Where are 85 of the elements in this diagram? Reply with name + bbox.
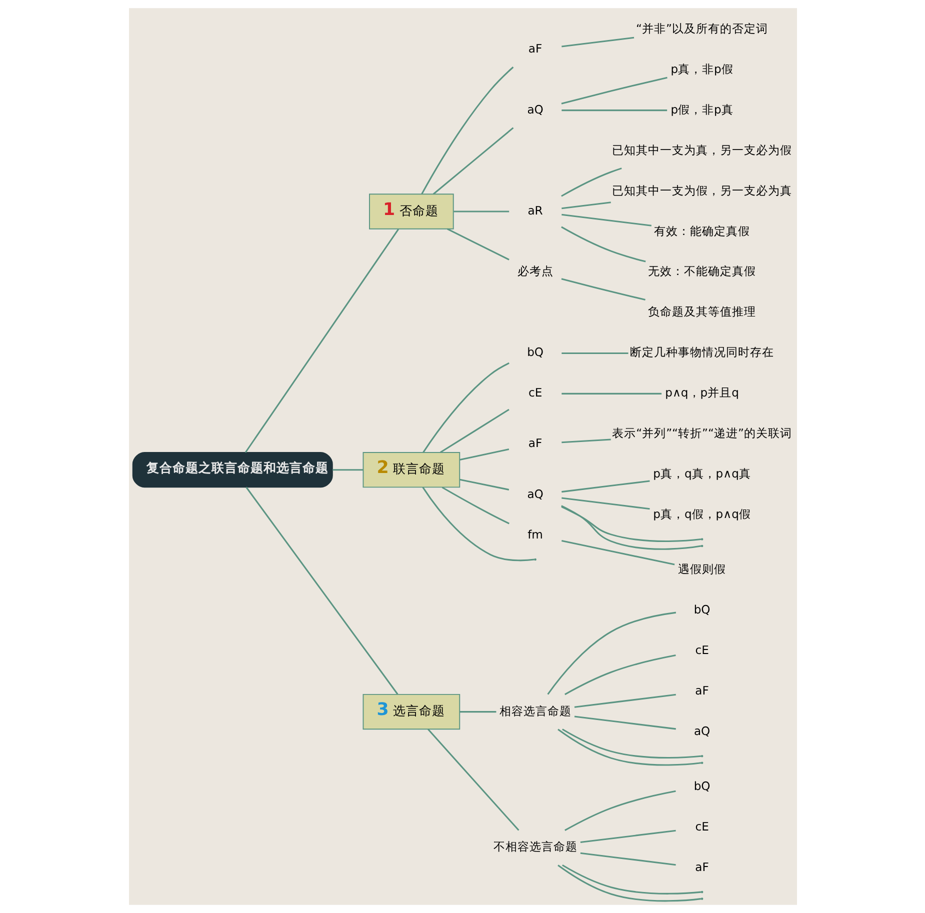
- node-point: [700, 898, 703, 900]
- connector: [562, 864, 701, 894]
- node-text: p∧q，p并且q: [664, 386, 738, 400]
- connector: [422, 362, 509, 453]
- node-point: [700, 538, 703, 540]
- node-text: aR: [527, 204, 542, 218]
- connector: [560, 505, 701, 550]
- connector: [561, 352, 628, 354]
- connector: [560, 506, 701, 542]
- connector: [561, 540, 674, 566]
- connector: [427, 728, 519, 831]
- node-text: aQ: [693, 724, 710, 738]
- connector: [459, 711, 496, 713]
- node-box: 复合命题之联言命题和选言命题: [132, 452, 332, 488]
- connector: [560, 168, 622, 197]
- connector: [561, 438, 610, 444]
- connector: [332, 469, 363, 471]
- connector: [564, 654, 676, 696]
- node-text: aQ: [526, 102, 543, 116]
- node-text: p真，q真，p∧q真: [652, 466, 750, 481]
- node-text: bQ: [693, 778, 710, 793]
- connector: [446, 228, 509, 260]
- node-text: 必考点: [516, 264, 553, 278]
- node-text: bQ: [693, 602, 710, 617]
- node-text: 不相容选言命题: [492, 840, 577, 854]
- connector: [439, 408, 509, 454]
- node-box: 3 选言命题: [362, 694, 460, 730]
- node-text: cE: [694, 819, 708, 834]
- connector: [561, 392, 662, 394]
- connector: [561, 202, 610, 210]
- node-point: [534, 558, 536, 561]
- connector: [560, 278, 645, 301]
- node-box: 2 联言命题: [362, 452, 460, 488]
- connector: [422, 486, 534, 562]
- node-box: 1 否命题: [368, 194, 454, 230]
- node-text: 无效：不能确定真假: [648, 264, 756, 278]
- node-text: aF: [528, 436, 542, 450]
- connector: [561, 480, 650, 493]
- node-text: 已知其中一支为真，另一支必为假: [612, 142, 792, 157]
- node-text: 有效：能确定真假: [654, 224, 750, 238]
- node-point: [700, 762, 703, 764]
- node-text: 已知其中一支为假，另一支必为真: [612, 183, 792, 198]
- connector: [546, 612, 676, 695]
- connector: [441, 486, 509, 524]
- node-text: cE: [694, 643, 708, 658]
- connector: [574, 694, 676, 708]
- connector: [557, 864, 701, 902]
- node-text: aF: [694, 860, 708, 874]
- node-text: 遇假则假: [678, 562, 726, 576]
- node-text: 断定几种事物情况同时存在: [630, 345, 774, 360]
- node-text: cE: [528, 386, 542, 400]
- node-text: “并非”以及所有的否定词: [636, 21, 768, 36]
- node-point: [700, 544, 703, 548]
- connector: [453, 210, 509, 212]
- node-text: 相容选言命题: [498, 704, 571, 718]
- node-point: [700, 754, 703, 758]
- connector: [420, 66, 514, 194]
- connector: [580, 830, 676, 844]
- connector: [562, 728, 701, 759]
- node-text: aF: [528, 42, 542, 56]
- node-text: p假，非p真: [670, 102, 733, 116]
- node-text: 负命题及其等值推理: [648, 304, 756, 319]
- connector: [561, 497, 650, 510]
- node-text: p真，非p假: [670, 62, 733, 76]
- connector: [245, 486, 398, 695]
- connector: [564, 790, 676, 832]
- node-text: p真，q假，p∧q假: [652, 507, 750, 522]
- connector: [561, 110, 667, 112]
- connector: [561, 36, 634, 48]
- connector: [244, 228, 399, 453]
- node-text: aQ: [526, 486, 543, 501]
- connector: [557, 728, 701, 766]
- connector: [580, 852, 676, 866]
- node-point: [700, 890, 703, 894]
- connector: [574, 716, 676, 730]
- node-text: fm: [527, 527, 542, 542]
- node-text: aF: [694, 684, 708, 698]
- connector: [432, 127, 514, 195]
- connector: [459, 448, 509, 460]
- connector: [560, 226, 646, 262]
- connector: [459, 478, 509, 490]
- node-text: 表示“并列”“转折”“递进”的关联词: [612, 426, 792, 440]
- connector: [561, 214, 652, 226]
- node-text: bQ: [526, 345, 544, 360]
- connector: [560, 76, 667, 104]
